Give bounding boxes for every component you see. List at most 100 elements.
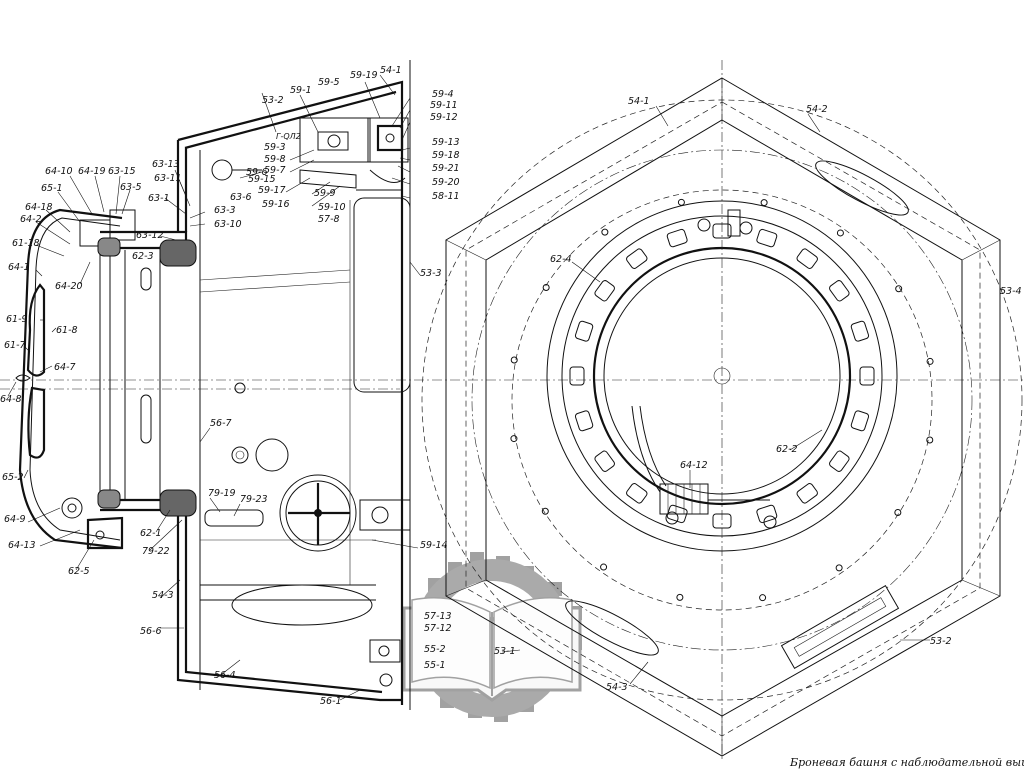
bolt-hole <box>836 229 844 237</box>
gear-book-watermark-logo <box>402 552 582 722</box>
ring-slot <box>850 320 870 342</box>
ring-slot <box>574 410 594 432</box>
drawing-caption: Броневая башня с наблюдательной вышкой. <box>789 756 1024 769</box>
bolt-hole <box>760 199 768 207</box>
callout-label-64-2: 64-2 <box>20 214 42 225</box>
callout-label-62-4: 62-4 <box>550 254 572 265</box>
callout-label-64-18: 64-18 <box>25 202 53 213</box>
bolt-hole <box>894 509 902 517</box>
bolt-hole <box>926 357 934 365</box>
callout-label-79-19: 79-19 <box>208 488 236 499</box>
callout-label-59-18: 59-18 <box>432 150 460 161</box>
callout-label-65-1: 65-1 <box>41 183 63 194</box>
callout-label-61-9: 61-9 <box>6 314 28 325</box>
callout-label-59-10: 59-10 <box>318 202 346 213</box>
callout-label-56-1: 56-1 <box>320 696 342 707</box>
ring-slot <box>626 248 648 269</box>
ring-slot <box>626 483 648 504</box>
ring-slot <box>796 483 818 504</box>
ring-slot <box>829 450 850 472</box>
ring-slot <box>796 248 818 269</box>
callout-label-59-11: 59-11 <box>430 100 458 111</box>
callout-label-62-5: 62-5 <box>68 566 90 577</box>
bolt-hole <box>542 283 550 291</box>
callout-label-62-2: 62-2 <box>776 444 798 455</box>
callout-label-55-2: 55-2 <box>424 644 446 655</box>
callout-label-65-2: 65-2 <box>2 472 24 483</box>
callout-label-56-7: 56-7 <box>210 418 232 429</box>
callout-label-62-1: 62-1 <box>140 528 162 539</box>
bolt-hole <box>510 356 518 364</box>
ring-slot <box>756 504 778 524</box>
callout-label-57-8: 57-8 <box>318 214 340 225</box>
ring-slot <box>829 280 850 302</box>
callout-label-63-3: 63-3 <box>214 205 236 216</box>
callout-label-59-12: 59-12 <box>430 112 458 123</box>
callout-label-59-13: 59-13 <box>432 137 460 148</box>
callout-label-54-1: 54-1 <box>380 65 402 76</box>
callout-label-54-3: 54-3 <box>606 682 628 693</box>
callout-label-59-1: 59-1 <box>290 85 312 96</box>
callout-label-59-19: 59-19 <box>350 70 378 81</box>
callout-label-64-1: 64-1 <box>8 262 30 273</box>
ring-slot <box>712 513 732 529</box>
callout-label-59-14: 59-14 <box>420 540 448 551</box>
callout-label-63-6: 63-6 <box>230 192 252 203</box>
ring-slot <box>666 228 688 248</box>
ring-slot <box>569 366 585 386</box>
callout-label-56-4: 56-4 <box>214 670 236 681</box>
callout-label-63-15: 63-15 <box>108 166 136 177</box>
callout-label-63-1: 63-1 <box>148 193 170 204</box>
callout-label-62-3: 62-3 <box>132 251 154 262</box>
callout-label-79-22: 79-22 <box>142 546 170 557</box>
callout-label-54-2: 54-2 <box>806 104 828 115</box>
callout-label-63-11: 63-11 <box>154 173 182 184</box>
callout-label-59-20: 59-20 <box>432 177 460 188</box>
bolt-hole <box>677 198 685 206</box>
callout-label-59-7: 59-7 <box>264 165 286 176</box>
callout-label-61-18: 61-18 <box>12 238 40 249</box>
callout-label-64-9: 64-9 <box>4 514 26 525</box>
bolt-hole <box>601 228 609 236</box>
callout-label-53-2: 53-2 <box>262 95 284 106</box>
callout-label-64-13: 64-13 <box>8 540 36 551</box>
ring-slot <box>756 228 778 248</box>
callout-label-64-7: 64-7 <box>54 362 76 373</box>
callout-label-59-17: 59-17 <box>258 185 286 196</box>
callout-label-54-3: 54-3 <box>152 590 174 601</box>
callout-label-53-1: 53-1 <box>494 646 516 657</box>
callout-label-56-6: 56-6 <box>140 626 162 637</box>
callout-label-г-qл2: Г-QЛ2 <box>276 132 301 141</box>
callout-label-59-3: 59-3 <box>264 142 286 153</box>
ring-slot <box>712 223 732 239</box>
bolt-hole <box>895 285 903 293</box>
ring-slot <box>850 410 870 432</box>
bolt-hole <box>510 435 518 443</box>
ring-slot <box>666 504 688 524</box>
turret-plan-view: 54-1 54-2 53-4 62-4 62-2 64-12 53-1 54-3… <box>421 60 1023 760</box>
callout-label-59-5: 59-5 <box>318 77 340 88</box>
callout-label-79-23: 79-23 <box>240 494 268 505</box>
callout-label-59-16: 59-16 <box>262 199 290 210</box>
callout-label-53-2: 53-2 <box>930 636 952 647</box>
callout-label-53-3: 53-3 <box>420 268 442 279</box>
callout-label-57-12: 57-12 <box>424 623 452 634</box>
callout-label-64-8: 64-8 <box>0 394 22 405</box>
callout-label-63-13: 63-13 <box>152 159 180 170</box>
ring-slot <box>594 450 615 472</box>
callout-label-63-10: 63-10 <box>214 219 242 230</box>
callout-label-64-10: 64-10 <box>45 166 73 177</box>
callout-label-59-9: 59-9 <box>314 188 336 199</box>
bolt-hole <box>835 564 843 572</box>
bolt-hole <box>600 563 608 571</box>
bolt-hole <box>676 593 684 601</box>
callout-label-55-1: 55-1 <box>424 660 446 671</box>
callout-label-64-12: 64-12 <box>680 460 708 471</box>
bolt-hole <box>759 594 767 602</box>
callout-label-63-12: 63-12 <box>136 230 164 241</box>
callout-label-63-5: 63-5 <box>120 182 142 193</box>
callout-label-64-20: 64-20 <box>55 281 83 292</box>
callout-label-53-4: 53-4 <box>1000 286 1022 297</box>
callout-label-61-7: 61-7 <box>4 340 26 351</box>
